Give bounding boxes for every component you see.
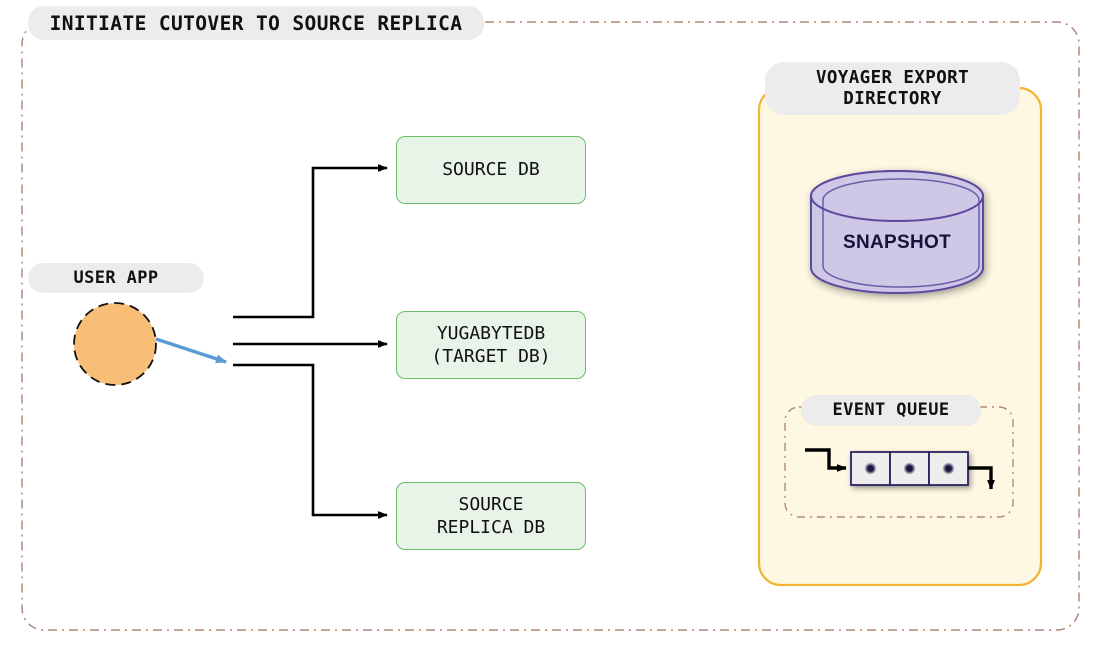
queue-outbound-arrow xyxy=(968,466,995,490)
snapshot-label: SNAPSHOT xyxy=(843,232,951,253)
bus-to-source-db-arrow xyxy=(233,164,388,319)
user-app-circle[interactable] xyxy=(73,302,157,386)
source-db-node[interactable]: SOURCE DB xyxy=(396,136,586,204)
queue-cell-dot xyxy=(903,462,916,475)
event-queue-label: EVENT QUEUE xyxy=(801,395,981,426)
queue-cell-dot xyxy=(864,462,877,475)
voyager-export-directory-label: VOYAGER EXPORT DIRECTORY xyxy=(765,62,1020,115)
voyager-export-directory-container xyxy=(757,86,1043,587)
source-replica-db-node[interactable]: SOURCE REPLICA DB xyxy=(396,482,586,550)
queue-inbound-arrow xyxy=(805,448,847,472)
snapshot-cylinder-icon[interactable] xyxy=(810,170,984,294)
event-queue-cells xyxy=(850,451,969,486)
queue-cell[interactable] xyxy=(928,451,969,486)
user-app-to-bus-arrow xyxy=(155,337,227,364)
target-db-node[interactable]: YUGABYTEDB (TARGET DB) xyxy=(396,311,586,379)
diagram-title: INITIATE CUTOVER TO SOURCE REPLICA xyxy=(28,6,484,40)
user-app-label: USER APP xyxy=(28,263,204,293)
queue-cell-dot xyxy=(942,462,955,475)
outer-boundary xyxy=(21,21,1080,631)
bus-to-replica-db-arrow xyxy=(233,363,388,519)
